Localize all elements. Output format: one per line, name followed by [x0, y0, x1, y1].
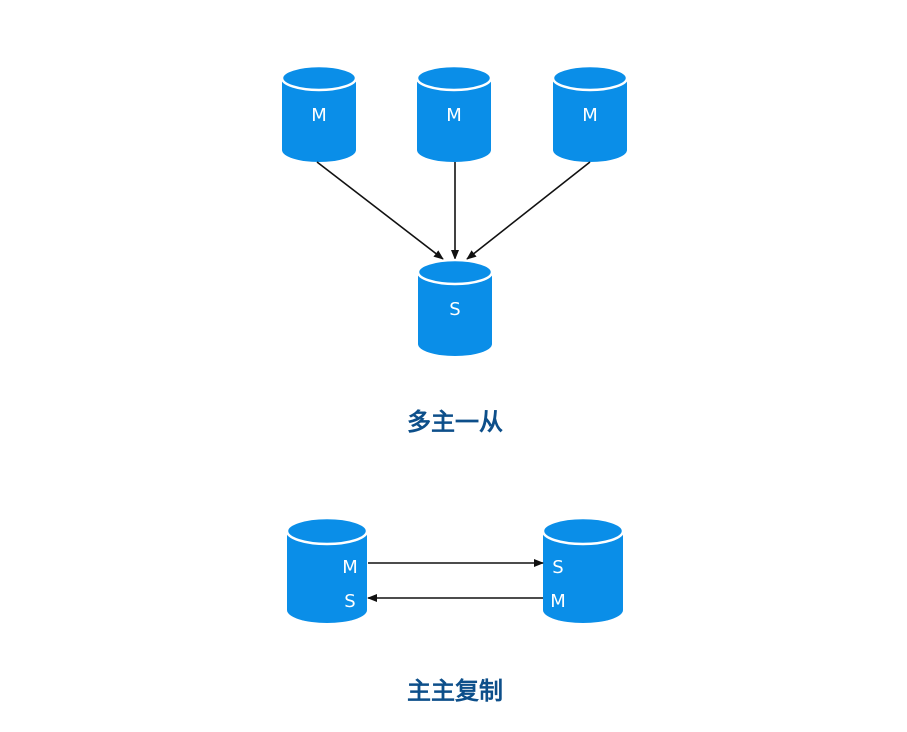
master-db-3-label: M	[582, 105, 598, 126]
left-node-db: M S	[285, 516, 369, 623]
multi-master-section: M M M S 多主一从	[280, 64, 629, 436]
slave-db-label: S	[449, 299, 460, 320]
master-db-1: M	[280, 64, 358, 162]
master-master-section: M S S M 主主复制	[285, 516, 625, 705]
master-db-2-label: M	[446, 105, 462, 126]
right-node-bottom-label: M	[550, 591, 566, 612]
master-db-1-label: M	[311, 105, 327, 126]
left-node-bottom-label: S	[344, 591, 355, 612]
multi-master-caption: 多主一从	[407, 408, 503, 436]
right-node-top-label: S	[552, 557, 563, 578]
left-node-top-label: M	[342, 557, 358, 578]
master-db-2: M	[415, 64, 493, 162]
arrow-master3-to-slave	[466, 161, 591, 260]
arrow-master1-to-slave	[316, 161, 444, 260]
slave-db: S	[416, 258, 494, 356]
master-db-3: M	[551, 64, 629, 162]
master-master-caption: 主主复制	[407, 677, 503, 705]
right-node-db: S M	[541, 516, 625, 623]
